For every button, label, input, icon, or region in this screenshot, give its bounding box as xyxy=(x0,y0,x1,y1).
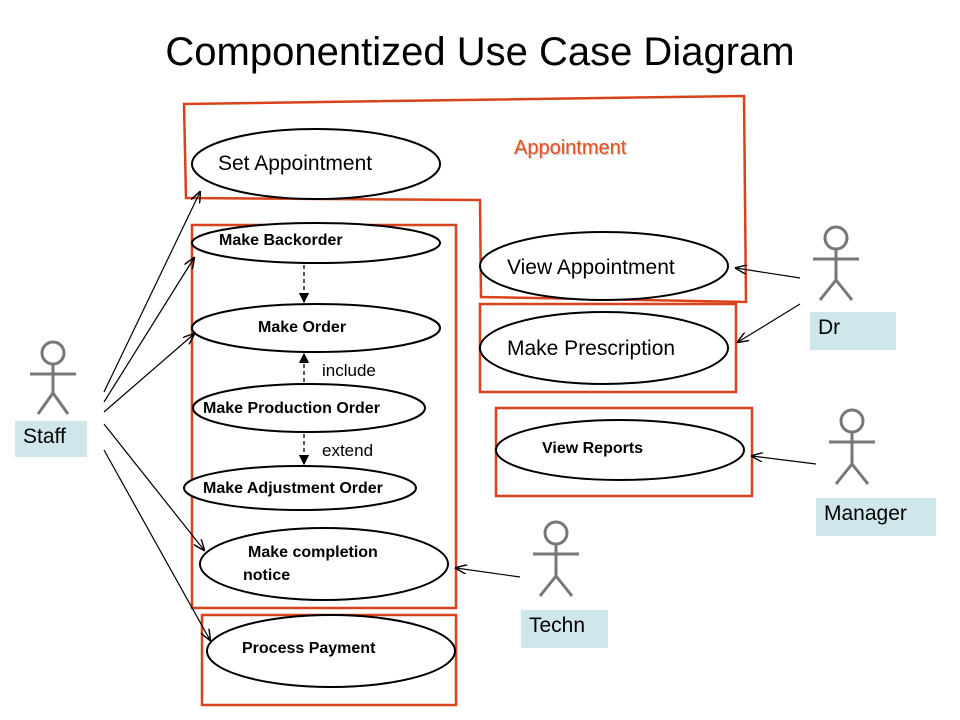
appointment-package-label: Appointment xyxy=(514,137,627,159)
staff-actor-label: Staff xyxy=(15,421,87,457)
staff-to-process-payment xyxy=(103,449,210,640)
manager-to-view-reports xyxy=(752,456,817,465)
include-label: include xyxy=(322,361,376,380)
staff-to-make-order xyxy=(103,334,194,413)
process-payment-ellipse[interactable] xyxy=(206,614,456,688)
view-reports-ellipse[interactable] xyxy=(495,419,745,481)
make-order-label: Make Order xyxy=(258,319,347,336)
techn-actor-icon xyxy=(533,520,579,597)
view-appointment-ellipse[interactable] xyxy=(479,231,729,301)
make-adjustment-order-ellipse[interactable] xyxy=(183,465,417,511)
manager-actor-label: Manager xyxy=(816,498,936,536)
make-production-order-ellipse[interactable] xyxy=(192,383,426,433)
extend-label: extend xyxy=(322,441,374,460)
staff-to-set-appointment xyxy=(103,192,200,393)
make-order-ellipse[interactable] xyxy=(191,303,441,353)
diagram-title: Componentized Use Case Diagram xyxy=(165,30,795,74)
set-appointment-ellipse[interactable] xyxy=(191,128,441,200)
process-payment-label: Process Payment xyxy=(242,640,376,657)
make-backorder-ellipse[interactable] xyxy=(191,222,441,264)
dr-to-view-appointment xyxy=(736,268,801,279)
make-production-order-label: Make Production Order xyxy=(203,400,380,417)
make-completion-notice-label-line1: Make completion xyxy=(248,544,378,561)
set-appointment-label: Set Appointment xyxy=(218,152,373,175)
view-reports-label: View Reports xyxy=(542,440,644,457)
make-completion-notice-label-line2: notice xyxy=(243,567,291,584)
staff-actor-icon xyxy=(30,340,76,415)
staff-to-make-backorder xyxy=(103,258,194,403)
appointment-package-boundary xyxy=(182,94,748,304)
make-backorder-label: Make Backorder xyxy=(219,232,343,249)
staff-to-completion-notice xyxy=(103,423,204,550)
view-appointment-label: View Appointment xyxy=(507,256,675,279)
manager-actor-icon xyxy=(829,408,875,485)
make-prescription-label: Make Prescription xyxy=(507,337,676,360)
dr-actor-icon xyxy=(813,225,859,301)
make-prescription-ellipse[interactable] xyxy=(479,311,729,385)
dr-actor-label: Dr xyxy=(810,312,896,350)
techn-actor-label: Techn xyxy=(521,610,608,648)
make-completion-notice-ellipse[interactable] xyxy=(199,527,449,601)
dr-to-make-prescription xyxy=(738,303,801,342)
techn-to-completion-notice xyxy=(456,568,521,578)
make-adjustment-order-label: Make Adjustment Order xyxy=(203,480,383,497)
